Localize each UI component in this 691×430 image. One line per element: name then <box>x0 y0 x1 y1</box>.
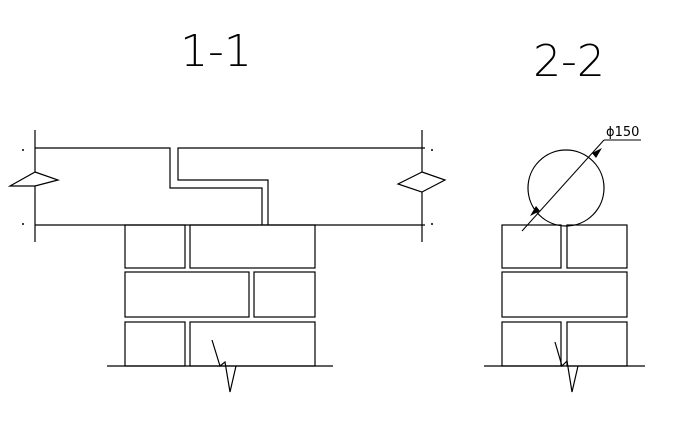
diameter-label: ϕ150 <box>606 125 639 140</box>
wall-break-mark <box>211 339 237 393</box>
brick-wall-2-2 <box>501 224 628 367</box>
beam-lap-joint <box>35 147 425 226</box>
section-2-2-title: 2-2 <box>533 36 605 87</box>
brick <box>253 271 316 318</box>
brick <box>124 321 186 367</box>
left-break-line <box>7 130 61 242</box>
brick <box>124 224 186 269</box>
section-1-1: 1-1 <box>7 26 447 393</box>
diameter-dimension: ϕ150 <box>521 125 641 232</box>
brick <box>189 224 316 269</box>
right-break-line <box>396 130 447 242</box>
section-2-2: 2-2 ϕ150 <box>484 36 645 393</box>
brick <box>566 224 628 269</box>
brick <box>124 271 250 318</box>
pipe-circle <box>527 149 605 227</box>
wall-break-mark <box>554 341 579 393</box>
brick <box>566 321 628 367</box>
brick-wall-1-1 <box>124 224 316 367</box>
brick <box>501 321 562 367</box>
beam-right-piece <box>177 147 425 225</box>
brick <box>501 224 562 269</box>
section-1-1-title: 1-1 <box>180 26 252 77</box>
beam-left-piece <box>35 147 263 225</box>
brick <box>189 321 316 367</box>
brick <box>501 271 628 318</box>
